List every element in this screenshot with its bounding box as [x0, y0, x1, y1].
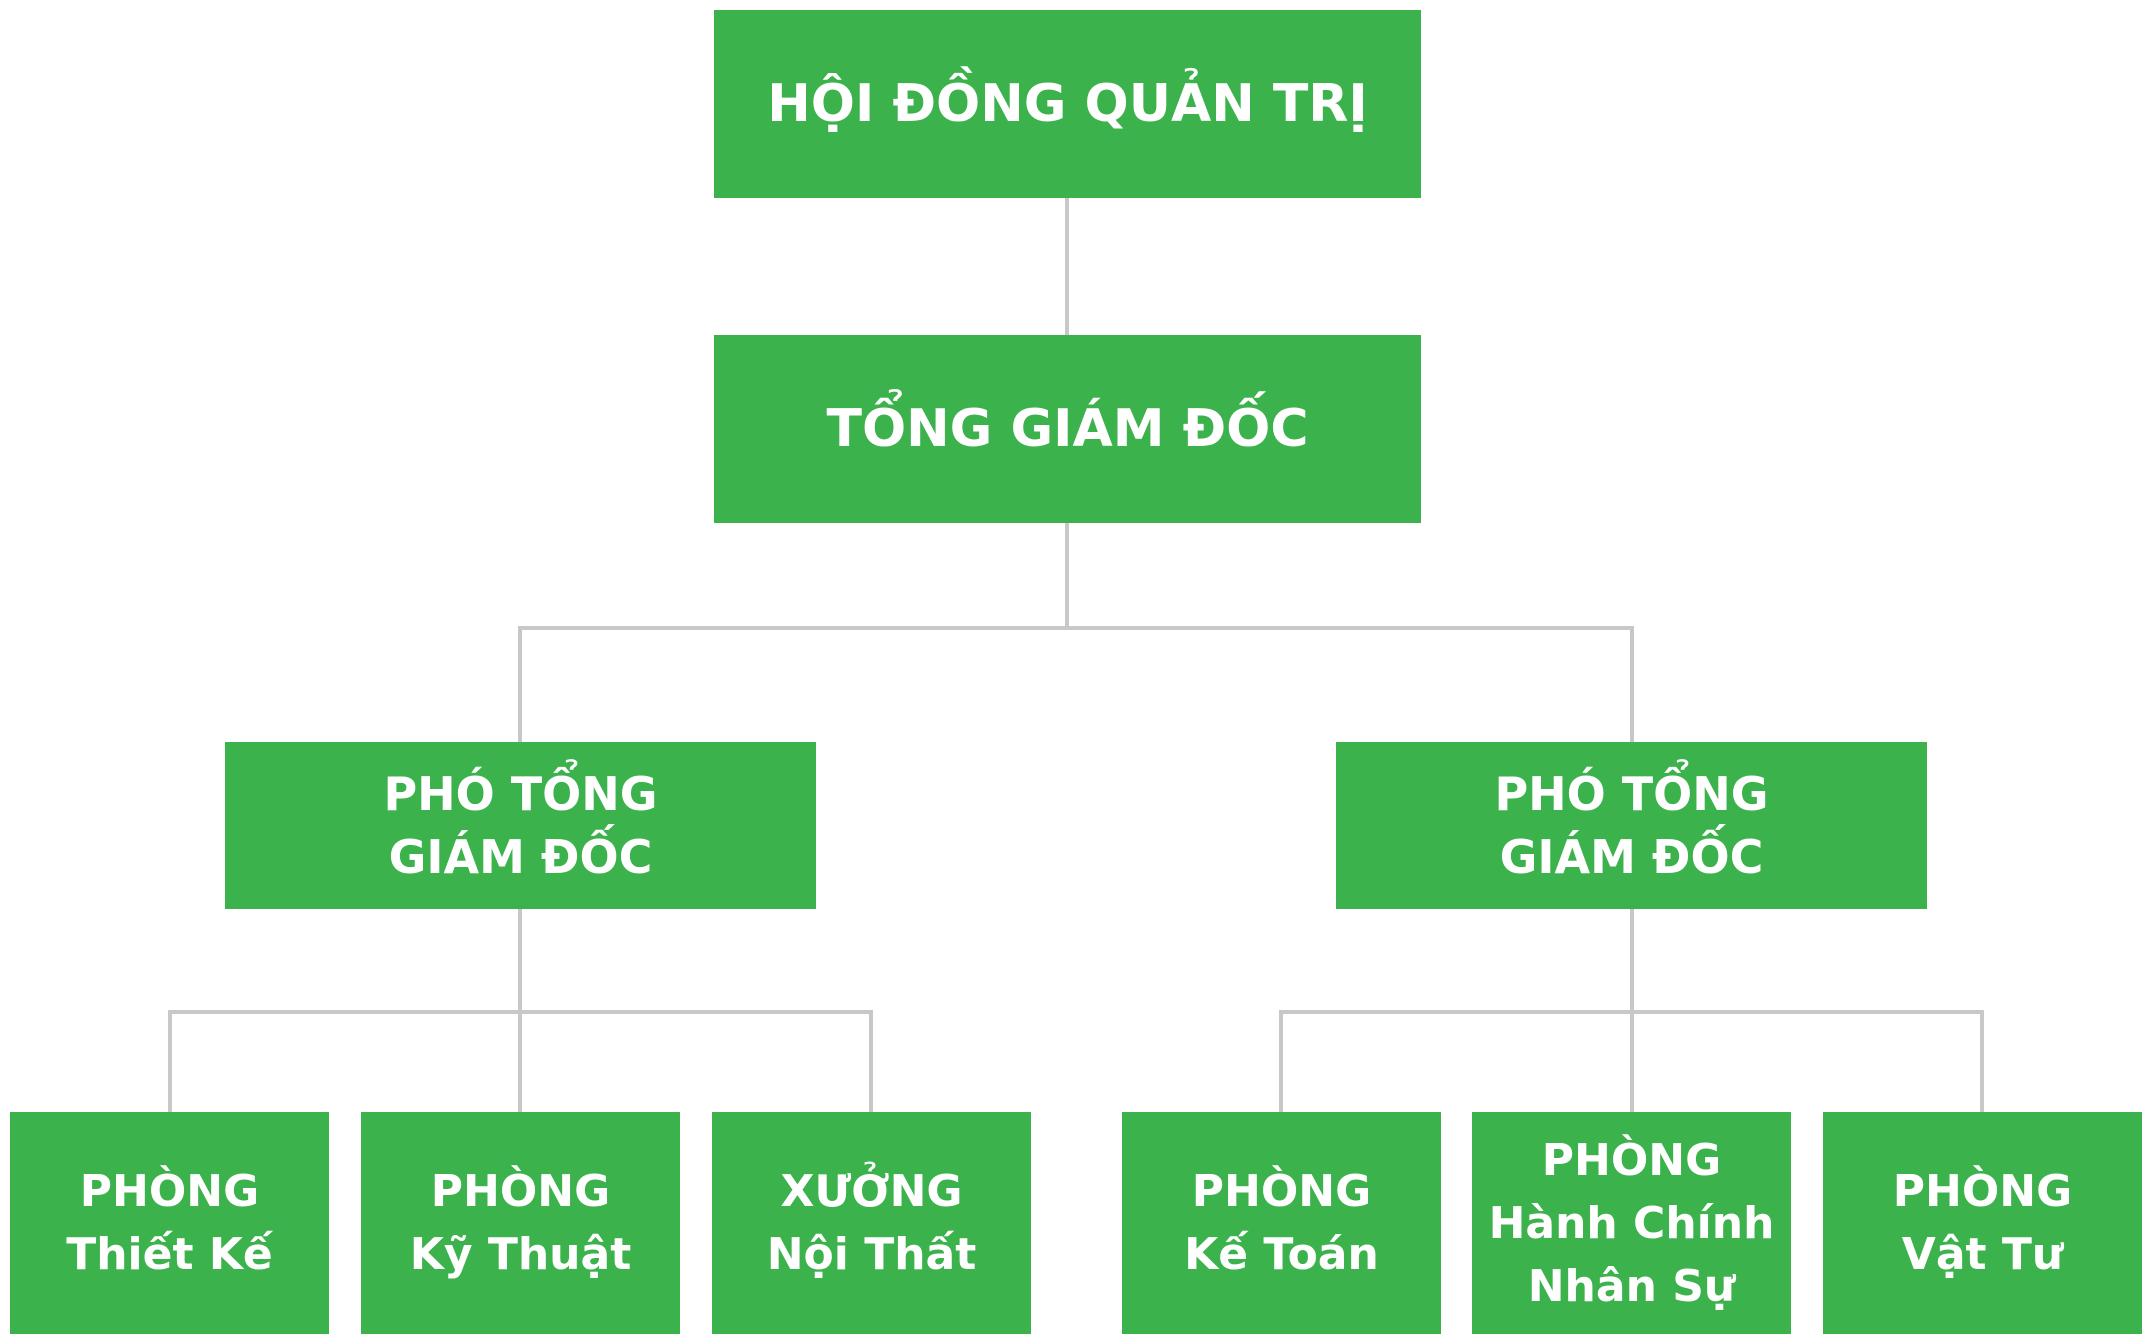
deputy-ceo-right-line2: GIÁM ĐỐC [1499, 829, 1764, 884]
accounting-department-line1: PHÒNG [1191, 1166, 1372, 1217]
hr-admin-department-line2: Hành Chính [1488, 1197, 1775, 1249]
hr-admin-department-line1: PHÒNG [1541, 1134, 1722, 1186]
technical-department-line1: PHÒNG [430, 1166, 611, 1217]
board-of-directors-label: HỘI ĐỒNG QUẢN TRỊ [767, 74, 1368, 134]
supplies-department-line2: Vật Tư [1901, 1229, 2064, 1280]
interior-workshop-line2: Nội Thất [766, 1229, 977, 1280]
interior-workshop-box: XƯỞNG Nội Thất [712, 1112, 1031, 1334]
supplies-department-box: PHÒNG Vật Tư [1823, 1112, 2142, 1334]
deputy-ceo-left-line1: PHÓ TỔNG [383, 766, 658, 821]
ceo-label: TỔNG GIÁM ĐỐC [826, 399, 1309, 459]
design-department-line1: PHÒNG [79, 1166, 260, 1217]
deputy-ceo-left-box: PHÓ TỔNG GIÁM ĐỐC [225, 742, 816, 909]
interior-workshop-line1: XƯỞNG [780, 1166, 963, 1217]
technical-department-line2: Kỹ Thuật [409, 1229, 632, 1280]
ceo-box: TỔNG GIÁM ĐỐC [714, 335, 1421, 523]
deputy-ceo-left-line2: GIÁM ĐỐC [388, 829, 653, 884]
supplies-department-line1: PHÒNG [1892, 1166, 2073, 1217]
technical-department-box: PHÒNG Kỹ Thuật [361, 1112, 680, 1334]
accounting-department-line2: Kế Toán [1184, 1229, 1379, 1280]
hr-admin-department-box: PHÒNG Hành Chính Nhân Sự [1472, 1112, 1791, 1334]
accounting-department-box: PHÒNG Kế Toán [1122, 1112, 1441, 1334]
design-department-box: PHÒNG Thiết Kế [10, 1112, 329, 1334]
deputy-ceo-right-line1: PHÓ TỔNG [1494, 766, 1769, 821]
board-of-directors-box: HỘI ĐỒNG QUẢN TRỊ [714, 10, 1421, 198]
hr-admin-department-line3: Nhân Sự [1527, 1260, 1736, 1312]
deputy-ceo-right-box: PHÓ TỔNG GIÁM ĐỐC [1336, 742, 1927, 909]
design-department-line2: Thiết Kế [66, 1229, 273, 1280]
